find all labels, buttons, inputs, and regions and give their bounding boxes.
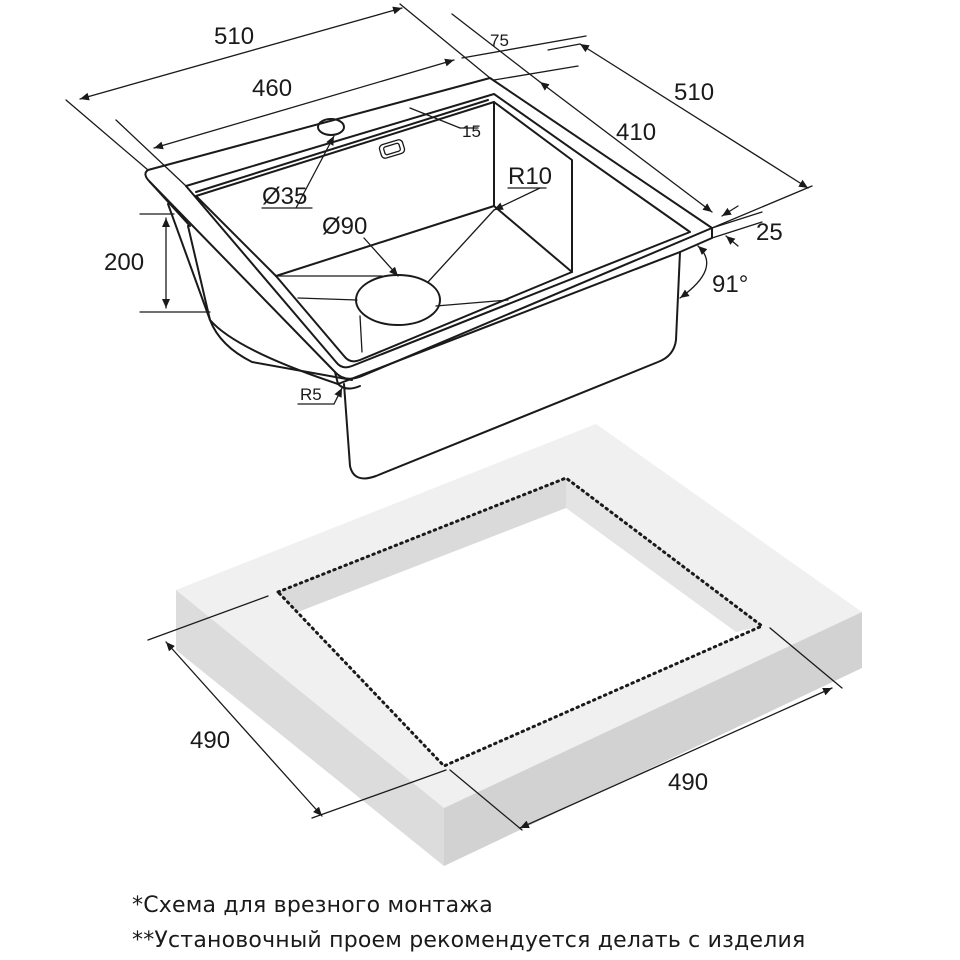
cutout-dotted-outline — [275, 476, 765, 768]
dim-200: 200 — [104, 249, 144, 276]
leader-r10 — [493, 187, 541, 211]
bowl-bottom — [275, 205, 573, 363]
dim-410: 410 — [616, 119, 656, 146]
sink-drawing — [144, 77, 713, 480]
overflow-slot — [378, 139, 406, 159]
sink-rim-inner — [185, 93, 691, 369]
dim-490-left: 490 — [190, 727, 230, 754]
dim-510-top: 510 — [214, 23, 254, 50]
dim-drain: Ø90 — [322, 213, 367, 240]
sink-dimensions: 510 460 75 510 410 15 Ø35 Ø90 R10 — [65, 3, 813, 405]
dim-75: 75 — [490, 31, 509, 50]
sink-rim-lower-edge — [149, 181, 713, 385]
dim-510-right: 510 — [674, 79, 714, 106]
dim-line-460 — [153, 58, 455, 150]
dim-line-510-top — [79, 6, 403, 101]
countertop-drawing — [176, 424, 862, 866]
dim-25: 25 — [756, 219, 783, 246]
leader-drain — [363, 237, 399, 277]
sink-body-left — [187, 225, 339, 385]
arc-91deg — [679, 245, 708, 299]
dim-tap-hole: Ø35 — [262, 183, 307, 210]
cutout-back-wall — [278, 478, 566, 612]
bowl-left-wall — [195, 195, 277, 277]
countertop-top-surface — [176, 424, 862, 808]
dim-490-right: 490 — [668, 769, 708, 796]
dim-line-490-right — [519, 687, 833, 829]
bowl-bottom-ribs — [275, 209, 509, 353]
dim-r10: R10 — [508, 163, 552, 190]
dim-line-410 — [539, 81, 713, 213]
dim-line-510-right — [579, 43, 809, 189]
drain-hole — [355, 274, 441, 326]
countertop-dimensions: 490 490 — [147, 595, 843, 831]
dim-r5: R5 — [300, 385, 322, 404]
leader-r5 — [333, 387, 343, 405]
dim-line-490-left — [165, 641, 323, 817]
leader-tap-hole — [295, 135, 335, 209]
dim-460: 460 — [252, 75, 292, 102]
dim-91deg: 91° — [712, 271, 748, 298]
note-mounting: *Схема для врезного монтажа — [132, 893, 493, 918]
note-cutout: **Установочный проем рекомендуется делат… — [132, 928, 806, 953]
sink-rim-front-thickness — [337, 383, 361, 390]
dim-15: 15 — [462, 122, 481, 141]
